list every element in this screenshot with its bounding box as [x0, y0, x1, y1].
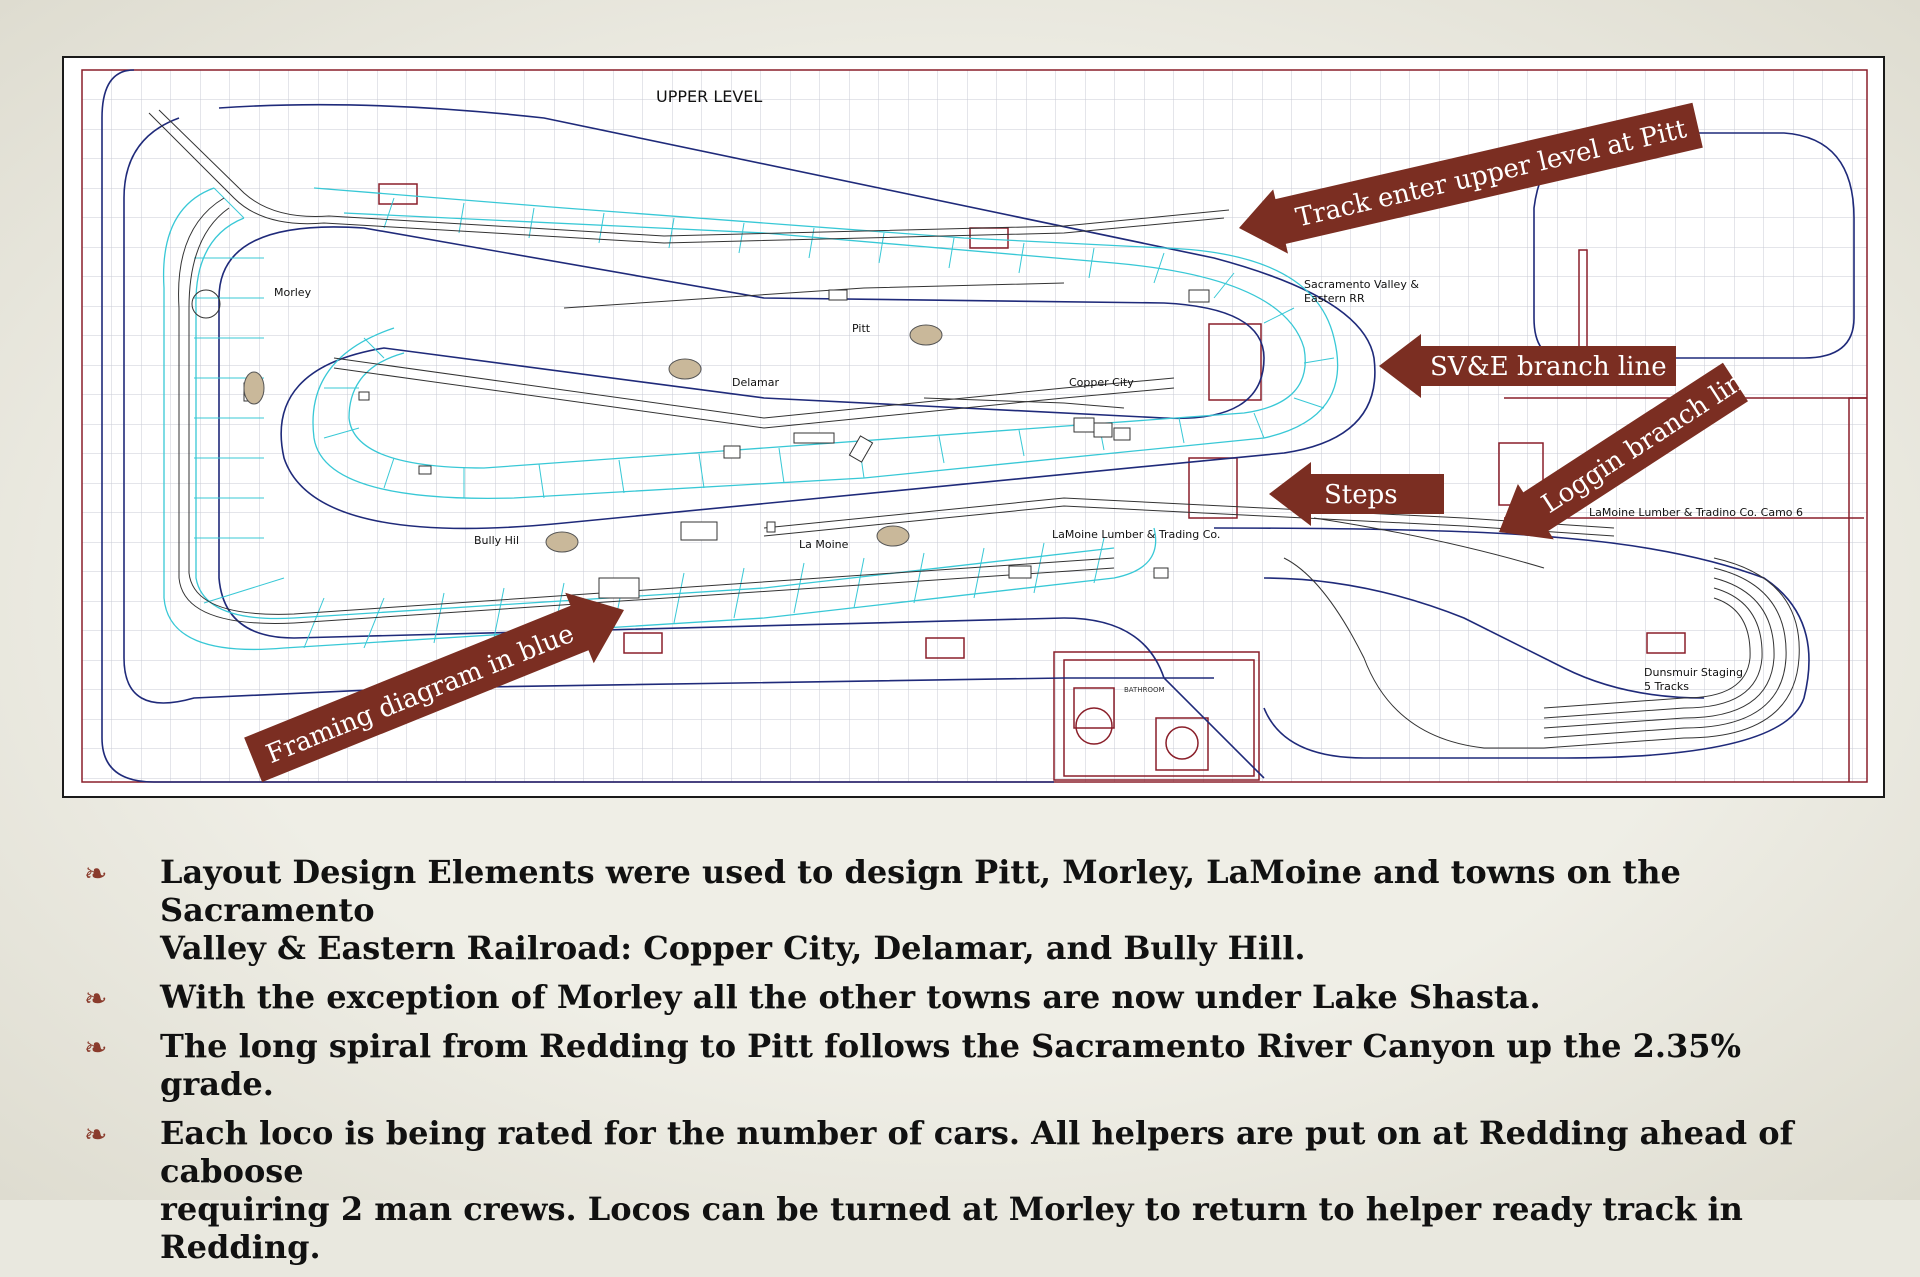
town-copper-city: Copper City	[1069, 376, 1134, 389]
bullet-item: ❧ The long spiral from Redding to Pitt f…	[84, 1027, 1864, 1103]
framing-diagram	[162, 187, 1339, 651]
bullet-item: ❧ Layout Design Elements were used to de…	[84, 853, 1864, 967]
fleuron-bullet-icon: ❧	[84, 982, 108, 1015]
track-plan-svg: UPPER LEVEL Morley Pitt Delamar Copper C…	[81, 69, 1868, 783]
bullet-item: ❧ Each loco is being rated for the numbe…	[84, 1114, 1864, 1266]
structures	[243, 289, 1210, 599]
town-pitt: Pitt	[852, 322, 871, 335]
fleuron-bullet-icon: ❧	[84, 857, 108, 890]
level-label: UPPER LEVEL	[656, 87, 762, 106]
benchwork-outline	[101, 69, 1855, 783]
bullet-line: Each loco is being rated for the number …	[160, 1114, 1794, 1190]
bullet-line: Valley & Eastern Railroad: Copper City, …	[160, 929, 1306, 967]
bullet-item: ❧ With the exception of Morley all the o…	[84, 978, 1864, 1016]
tunnel-portals	[243, 324, 943, 553]
dunsmuir-label-2: 5 Tracks	[1644, 680, 1689, 693]
sve-rr-label-2: Eastern RR	[1304, 292, 1365, 305]
turntable	[191, 289, 221, 319]
town-morley: Morley	[274, 286, 312, 299]
town-delamar: Delamar	[732, 376, 779, 389]
bullet-line: With the exception of Morley all the oth…	[160, 978, 1541, 1016]
svg-text:Steps: Steps	[1324, 480, 1398, 510]
grid-background	[82, 70, 1867, 782]
dunsmuir-label-1: Dunsmuir Staging	[1644, 666, 1743, 679]
town-la-moine: La Moine	[799, 538, 849, 551]
fleuron-bullet-icon: ❧	[84, 1031, 108, 1064]
callout-steps: Steps	[1269, 462, 1444, 526]
bullet-line: requiring 2 man crews. Locos can be turn…	[160, 1190, 1743, 1266]
svg-text:SV&E branch line: SV&E branch line	[1430, 352, 1667, 382]
bullet-line: Layout Design Elements were used to desi…	[160, 853, 1681, 929]
sve-rr-label-1: Sacramento Valley &	[1304, 278, 1419, 291]
lamoine-lumber-label: LaMoine Lumber & Trading Co.	[1052, 528, 1220, 541]
bathroom-label: BATHROOM	[1124, 686, 1165, 694]
town-bully-hill: Bully Hil	[474, 534, 519, 547]
fleuron-bullet-icon: ❧	[84, 1118, 108, 1151]
bullet-list: ❧ Layout Design Elements were used to de…	[84, 853, 1864, 1277]
callout-sve-branch: SV&E branch line	[1379, 334, 1676, 398]
bullet-line: The long spiral from Redding to Pitt fol…	[160, 1027, 1741, 1103]
track-plan-diagram: UPPER LEVEL Morley Pitt Delamar Copper C…	[62, 56, 1885, 798]
lamoine-camp-label: LaMoine Lumber & Tradino Co. Camo 6	[1589, 506, 1803, 519]
